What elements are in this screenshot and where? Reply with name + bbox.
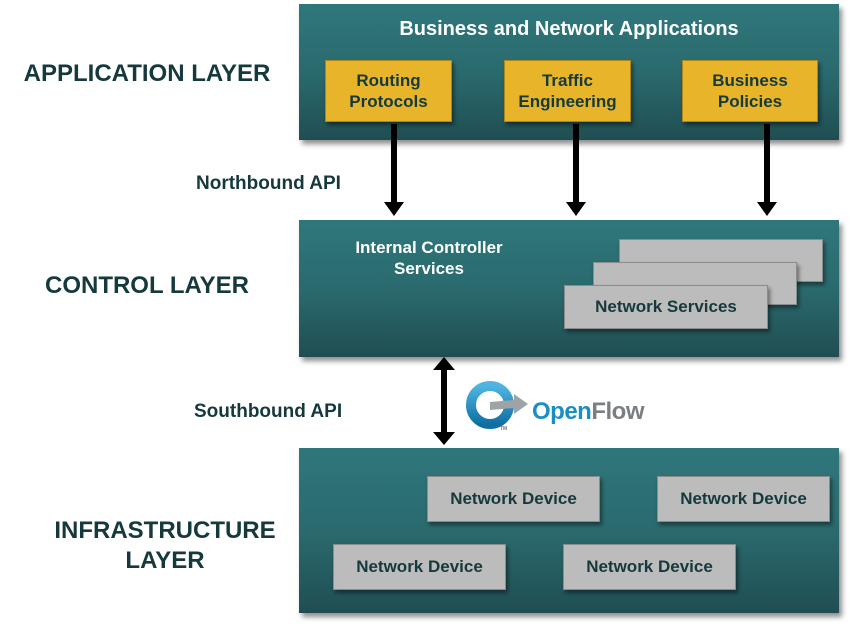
application-panel-title: Business and Network Applications bbox=[399, 18, 739, 40]
app-box-traffic-engineering: Traffic Engineering bbox=[504, 60, 631, 122]
app-box-label: Routing bbox=[356, 71, 421, 90]
app-box-label: Business bbox=[712, 71, 788, 90]
network-device-label: Network Device bbox=[586, 557, 713, 576]
northbound-arrow-2 bbox=[566, 124, 586, 216]
app-box-label: Engineering bbox=[518, 92, 617, 111]
openflow-logo: TM OpenFlow bbox=[466, 378, 656, 432]
northbound-arrow-3 bbox=[757, 124, 777, 216]
app-box-label: Protocols bbox=[349, 92, 428, 111]
network-device-box: Network Device bbox=[563, 544, 736, 590]
openflow-swirl-icon: TM bbox=[466, 381, 528, 432]
infrastructure-layer-label-line2: LAYER bbox=[125, 547, 205, 574]
app-box-label: Traffic bbox=[541, 71, 593, 90]
application-layer-label: APPLICATION LAYER bbox=[23, 60, 271, 87]
network-device-label: Network Device bbox=[356, 557, 483, 576]
network-device-box: Network Device bbox=[333, 544, 506, 590]
southbound-api-label: Southbound API bbox=[194, 401, 343, 422]
control-panel-title-line2: Services bbox=[394, 259, 464, 278]
openflow-tm: TM bbox=[500, 426, 507, 432]
app-box-routing-protocols: Routing Protocols bbox=[325, 60, 452, 122]
northbound-arrow-1 bbox=[384, 124, 404, 216]
control-panel-title: Internal Controller Services bbox=[319, 237, 539, 279]
network-services-label: Network Services bbox=[595, 297, 737, 316]
infrastructure-layer-label-line1: INFRASTRUCTURE bbox=[54, 517, 276, 544]
app-box-business-policies: Business Policies bbox=[682, 60, 818, 122]
northbound-api-label: Northbound API bbox=[196, 173, 341, 194]
openflow-flow-text: Flow bbox=[591, 398, 644, 425]
infrastructure-layer-panel: Network Device Network Device Network De… bbox=[299, 448, 839, 613]
network-device-box: Network Device bbox=[657, 476, 830, 522]
control-layer-panel: Internal Controller Services Network Ser… bbox=[299, 220, 839, 357]
network-services-box: Network Services bbox=[564, 285, 768, 329]
app-box-label: Policies bbox=[717, 92, 783, 111]
network-device-box: Network Device bbox=[427, 476, 600, 522]
openflow-open-text: Open bbox=[532, 398, 592, 425]
network-device-label: Network Device bbox=[450, 489, 577, 508]
application-layer-panel: Business and Network Applications Routin… bbox=[299, 4, 839, 140]
network-device-label: Network Device bbox=[680, 489, 807, 508]
control-panel-title-line1: Internal Controller bbox=[355, 238, 503, 257]
control-layer-label: CONTROL LAYER bbox=[44, 272, 250, 299]
southbound-arrow bbox=[433, 357, 455, 445]
openflow-wordmark: OpenFlow bbox=[532, 398, 644, 426]
infrastructure-layer-label: INFRASTRUCTURE LAYER bbox=[40, 516, 290, 576]
